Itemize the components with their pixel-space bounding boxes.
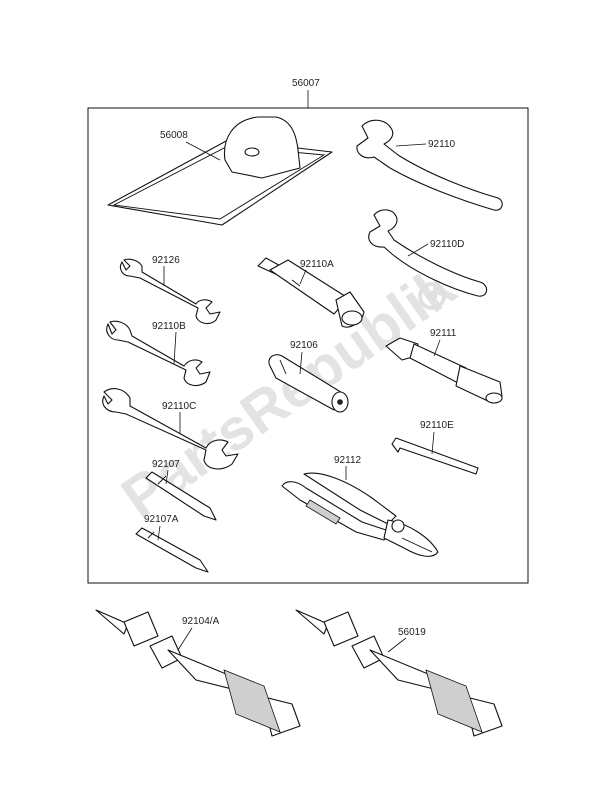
leader-92104a [177,627,193,651]
leader-56019 [387,637,407,653]
label-92106: 92106 [290,340,318,351]
label-92110e: 92110E [420,420,454,431]
tool-bag-icon [107,116,333,226]
leader-92110a [299,269,307,285]
leader-92111 [433,339,441,357]
hex-key-icon [391,437,479,475]
driver-92107-icon [145,471,217,521]
pliers-icon [281,472,439,557]
spanner-92110d-icon [368,209,488,297]
leader-56008 [185,141,221,161]
bar-92106-icon [268,354,349,413]
label-92126: 92126 [152,255,180,266]
driver-92107a-icon [135,527,209,573]
label-56019: 56019 [398,627,426,638]
leader-92110 [395,143,427,147]
label-92110: 92110 [428,139,456,150]
label-92110a: 92110A [300,259,334,270]
assembly-frame [87,107,529,584]
label-92107: 92107 [152,459,180,470]
leader-92110e [431,431,435,455]
leader-92106 [299,351,303,375]
label-56008: 56008 [160,130,188,141]
leader-92107a [157,525,161,541]
label-92110d: 92110D [430,239,464,250]
label-92111: 92111 [430,328,457,339]
leader-92107 [165,469,169,485]
wrench-92110b-icon [106,320,211,387]
watermark-gear-icon [418,282,446,310]
leader-92110d [407,243,429,257]
leader-92110b [173,331,177,365]
label-92112: 92112 [334,455,362,466]
plug-wrench-icon [257,257,365,328]
assembly-label: 56007 [292,78,320,89]
grease-tube-1-icon [95,609,301,737]
wrench-92126-icon [119,258,221,325]
label-92110c: 92110C [162,401,196,412]
label-92107a: 92107A [144,514,179,525]
grease-tube-2-icon [295,609,503,737]
wrench-92110c-icon [102,388,239,470]
spanner-92110-icon [356,119,503,211]
handle-92111-icon [385,337,503,404]
label-92104a: 92104/A [182,616,220,627]
label-92110b: 92110B [152,321,186,332]
